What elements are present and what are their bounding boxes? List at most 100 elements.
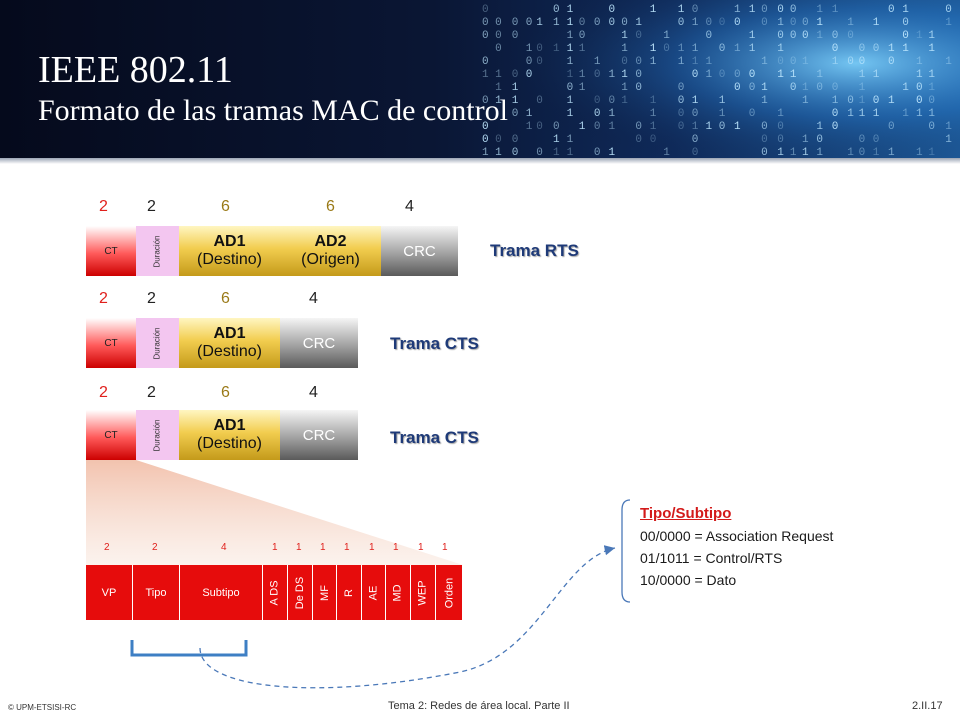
svg-text:0: 0 (482, 134, 489, 146)
svg-text:1: 1 (873, 108, 880, 120)
svg-text:1: 1 (749, 43, 756, 55)
svg-text:0: 0 (945, 4, 952, 16)
svg-text:0: 0 (928, 121, 935, 133)
svg-text:1: 1 (692, 56, 699, 68)
svg-text:0: 0 (482, 4, 489, 16)
svg-text:1: 1 (777, 17, 784, 29)
svg-text:0: 0 (678, 95, 685, 107)
svg-text:1: 1 (777, 147, 784, 158)
svg-text:0: 0 (512, 17, 519, 29)
svg-text:0: 0 (888, 121, 895, 133)
svg-text:0: 0 (594, 69, 601, 81)
svg-text:1: 1 (567, 108, 574, 120)
info-line: 10/0000 = Dato (640, 572, 737, 588)
svg-text:0: 0 (832, 30, 839, 42)
svg-text:1: 1 (916, 69, 923, 81)
rts-ad1-name: AD1 (213, 233, 246, 250)
svg-text:0: 0 (734, 82, 741, 94)
svg-text:1: 1 (928, 147, 935, 158)
svg-text:0: 0 (526, 69, 533, 81)
svg-text:0: 0 (609, 17, 616, 29)
svg-text:1: 1 (567, 147, 574, 158)
svg-text:1: 1 (832, 4, 839, 16)
svg-text:0: 0 (859, 56, 866, 68)
svg-text:1: 1 (847, 17, 854, 29)
fc-bits-orden: 1 (442, 542, 448, 553)
info-line: 00/0000 = Association Request (640, 528, 834, 544)
svg-text:0: 0 (495, 30, 502, 42)
svg-text:1: 1 (553, 17, 560, 29)
svg-text:1: 1 (847, 108, 854, 120)
cts2-ad1-sub: (Destino) (197, 435, 262, 452)
svg-text:1: 1 (761, 56, 768, 68)
svg-text:1: 1 (945, 56, 952, 68)
svg-text:0: 0 (482, 56, 489, 68)
info-brace (621, 499, 631, 603)
cts1-field-ct: CT (86, 318, 136, 368)
svg-text:1: 1 (553, 147, 560, 158)
cts1-size-crc: 4 (309, 290, 318, 307)
svg-text:1: 1 (802, 82, 809, 94)
svg-text:0: 0 (553, 121, 560, 133)
svg-text:0: 0 (594, 95, 601, 107)
rts-field-ad2: AD2(Origen) (280, 226, 381, 276)
rts-field-ct: CT (86, 226, 136, 276)
svg-text:1: 1 (859, 95, 866, 107)
svg-text:1: 1 (678, 56, 685, 68)
cts1-frame-label: Trama CTS (390, 334, 479, 353)
svg-text:0: 0 (719, 43, 726, 55)
svg-text:0: 0 (482, 121, 489, 133)
info-line: 01/1011 = Control/RTS (640, 550, 783, 566)
footer-course: Tema 2: Redes de área local. Parte II (388, 700, 570, 712)
fc-field-tipo: Tipo (133, 565, 180, 620)
svg-text:1: 1 (706, 121, 713, 133)
svg-text:1: 1 (945, 121, 952, 133)
svg-text:0: 0 (749, 108, 756, 120)
cts1-field-ad1: AD1(Destino) (179, 318, 280, 368)
svg-text:0: 0 (526, 56, 533, 68)
svg-text:0: 0 (761, 121, 768, 133)
svg-text:1: 1 (761, 95, 768, 107)
rts-size-ad2: 6 (326, 198, 335, 215)
svg-text:1: 1 (888, 95, 895, 107)
svg-text:0: 0 (790, 30, 797, 42)
fc-field-vp: VP (86, 565, 133, 620)
svg-text:1: 1 (816, 147, 823, 158)
rts-size-ct: 2 (99, 198, 108, 215)
svg-text:1: 1 (802, 134, 809, 146)
fc-bits-wep: 1 (418, 542, 424, 553)
svg-text:0: 0 (859, 147, 866, 158)
svg-text:1: 1 (749, 4, 756, 16)
svg-text:1: 1 (678, 43, 685, 55)
svg-text:0: 0 (482, 95, 489, 107)
fc-field-md: MD (386, 565, 411, 620)
fc-field-orden: Orden (436, 565, 463, 620)
svg-text:0: 0 (719, 121, 726, 133)
svg-text:0: 0 (512, 134, 519, 146)
fc-field-ae: AE (362, 565, 386, 620)
svg-text:1: 1 (650, 95, 657, 107)
svg-text:0: 0 (706, 30, 713, 42)
svg-text:0: 0 (663, 43, 670, 55)
svg-text:1: 1 (579, 69, 586, 81)
cts2-field-ad1: AD1(Destino) (179, 410, 280, 460)
svg-text:1: 1 (928, 82, 935, 94)
svg-text:0: 0 (859, 134, 866, 146)
svg-text:1: 1 (526, 43, 533, 55)
svg-text:1: 1 (650, 43, 657, 55)
svg-text:0: 0 (650, 134, 657, 146)
cts2-size-crc: 4 (309, 384, 318, 401)
svg-text:1: 1 (802, 95, 809, 107)
svg-text:1: 1 (482, 69, 489, 81)
svg-text:0: 0 (692, 108, 699, 120)
svg-text:1: 1 (512, 95, 519, 107)
svg-text:1: 1 (790, 147, 797, 158)
rts-size-ad1: 6 (221, 198, 230, 215)
svg-text:1: 1 (734, 4, 741, 16)
cts2-size-ct: 2 (99, 384, 108, 401)
svg-text:1: 1 (802, 56, 809, 68)
svg-text:0: 0 (482, 17, 489, 29)
svg-text:1: 1 (928, 30, 935, 42)
cts1-ad1-sub: (Destino) (197, 343, 262, 360)
svg-text:1: 1 (777, 43, 784, 55)
